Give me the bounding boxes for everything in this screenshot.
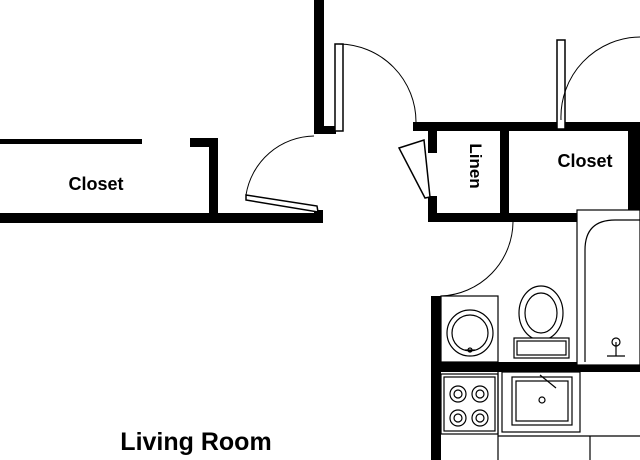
door-hall-leaf bbox=[334, 43, 344, 132]
door-left-closet-leaf bbox=[245, 194, 319, 213]
wall-linen-top bbox=[413, 122, 640, 131]
stove bbox=[440, 373, 499, 435]
door-right-closet-swing bbox=[560, 36, 640, 121]
wall-hall-left bbox=[314, 0, 324, 131]
door-right-closet-leaf bbox=[556, 39, 566, 130]
door-left-closet-swing bbox=[245, 135, 315, 196]
wall-left-closet-top-track bbox=[0, 139, 142, 144]
wall-left-closet-top-stub bbox=[190, 138, 218, 147]
label-closet-left: Closet bbox=[68, 174, 123, 194]
wall-linen-right bbox=[500, 128, 509, 222]
label-living-room: Living Room bbox=[120, 428, 271, 456]
label-linen: Linen bbox=[466, 143, 485, 188]
label-closet-right: Closet bbox=[557, 151, 612, 171]
wall-bath-bottom bbox=[431, 362, 640, 372]
bathroom-fixtures bbox=[440, 209, 640, 366]
bathroom-sink bbox=[440, 295, 499, 363]
door-hall-swing bbox=[338, 43, 417, 123]
wall-hall-left-stub bbox=[314, 126, 336, 134]
wall-right-closet-right bbox=[628, 128, 640, 222]
kitchen-fixtures bbox=[440, 371, 640, 460]
wall-linen-left-upper bbox=[428, 128, 437, 153]
wall-left-closet-side bbox=[209, 138, 218, 218]
wall-linen-bottom bbox=[428, 213, 640, 222]
door-linen-leaf bbox=[397, 139, 431, 199]
kitchen-sink bbox=[501, 371, 581, 433]
wall-hall-door-stub bbox=[314, 210, 323, 223]
doors bbox=[40, 36, 640, 297]
wall-linen-left-lower bbox=[428, 196, 437, 222]
wall-left-closet-bottom bbox=[0, 213, 320, 223]
bathtub bbox=[576, 209, 640, 366]
wall-bath-left bbox=[431, 296, 441, 460]
toilet bbox=[513, 285, 570, 359]
door-bath-swing bbox=[440, 221, 514, 297]
